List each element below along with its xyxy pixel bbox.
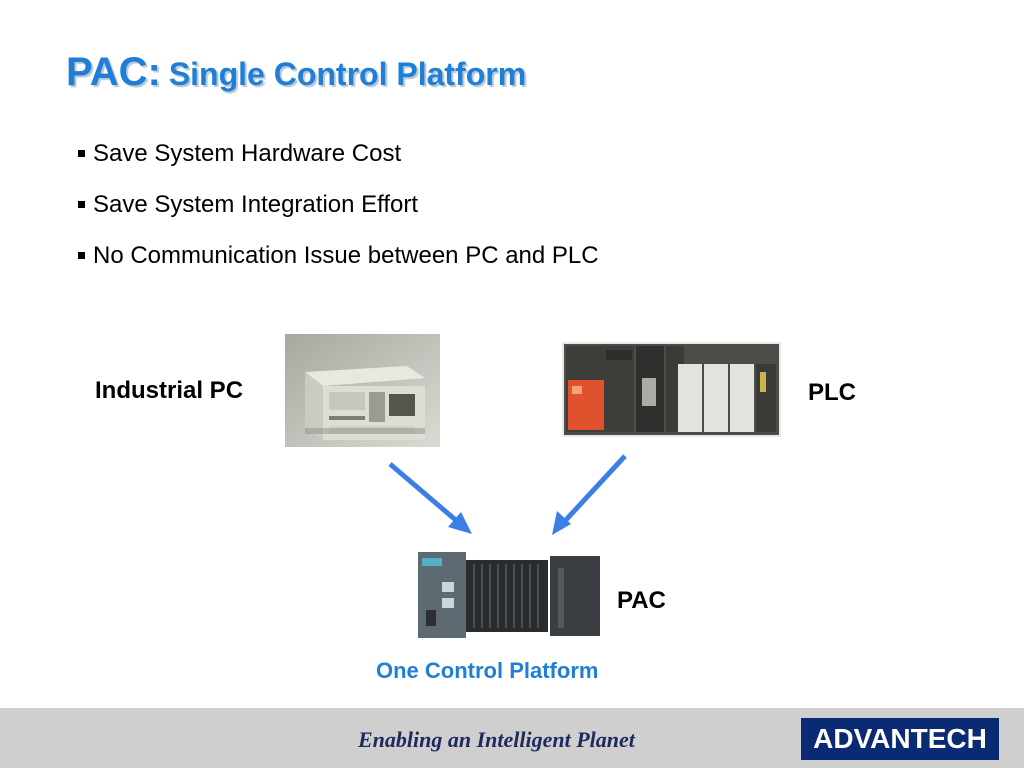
title-sub: Single Control Platform <box>168 56 527 92</box>
plc-image <box>562 342 781 437</box>
footer-tagline: Enabling an Intelligent Planet <box>358 727 635 752</box>
bullet-text: Save System Integration Effort <box>93 191 419 218</box>
bullet-list: Save System Hardware Cost Save System In… <box>78 140 599 293</box>
logo-text: ADVANTECH <box>813 723 987 754</box>
bullet-text: Save System Hardware Cost <box>93 140 402 167</box>
industrial-pc-image <box>285 334 440 447</box>
pac-image <box>412 548 604 640</box>
bullet-text: No Communication Issue between PC and PL… <box>93 242 599 269</box>
bullet-item: Save System Hardware Cost <box>78 140 599 191</box>
bullet-square-icon <box>78 150 85 157</box>
title-main: PAC: <box>66 50 161 94</box>
arrow-icon <box>388 462 472 534</box>
advantech-logo: ADVANTECH <box>801 718 999 760</box>
bullet-square-icon <box>78 252 85 259</box>
arrow-icon <box>552 454 627 535</box>
industrial-pc-label: Industrial PC <box>95 377 244 404</box>
page-title: PAC:Single Control Platform <box>66 50 526 95</box>
plc-label: PLC <box>808 379 856 406</box>
bullet-square-icon <box>78 201 85 208</box>
bullet-item: Save System Integration Effort <box>78 191 599 242</box>
pac-label: PAC <box>617 587 666 614</box>
bullet-item: No Communication Issue between PC and PL… <box>78 242 599 293</box>
one-control-platform-caption: One Control Platform <box>376 658 599 683</box>
